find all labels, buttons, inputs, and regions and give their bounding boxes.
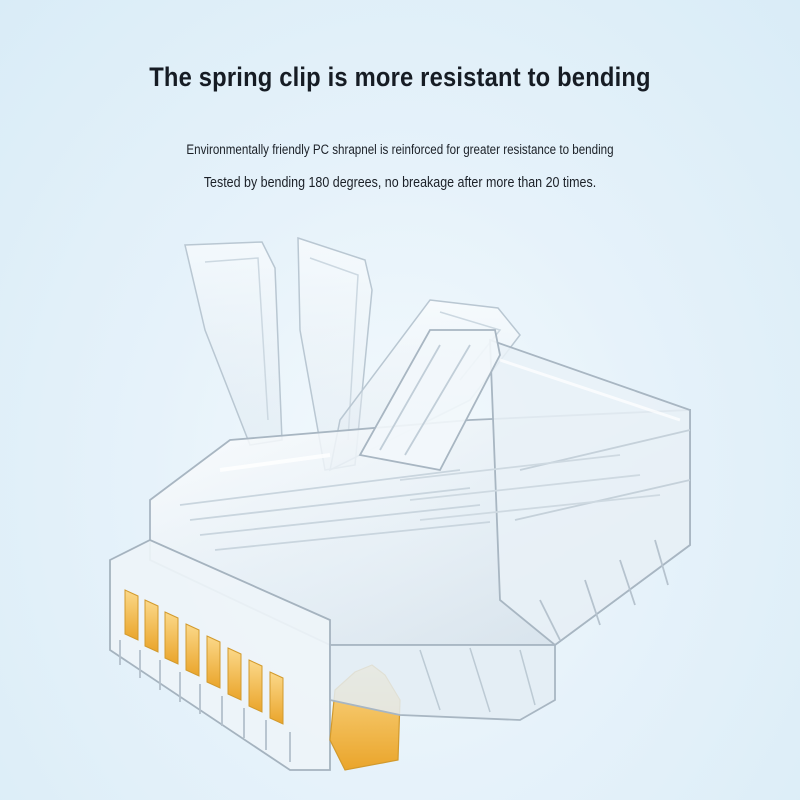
subtitle-line-1: Environmentally friendly PC shrapnel is …	[186, 142, 614, 157]
connector-front	[109, 539, 331, 771]
connector-base	[329, 644, 556, 721]
page-title: The spring clip is more resistant to ben…	[149, 62, 651, 92]
ghost-clip-left	[184, 241, 283, 446]
connector-body	[149, 329, 691, 647]
subtitle-line-2: Tested by bending 180 degrees, no breaka…	[203, 175, 597, 191]
